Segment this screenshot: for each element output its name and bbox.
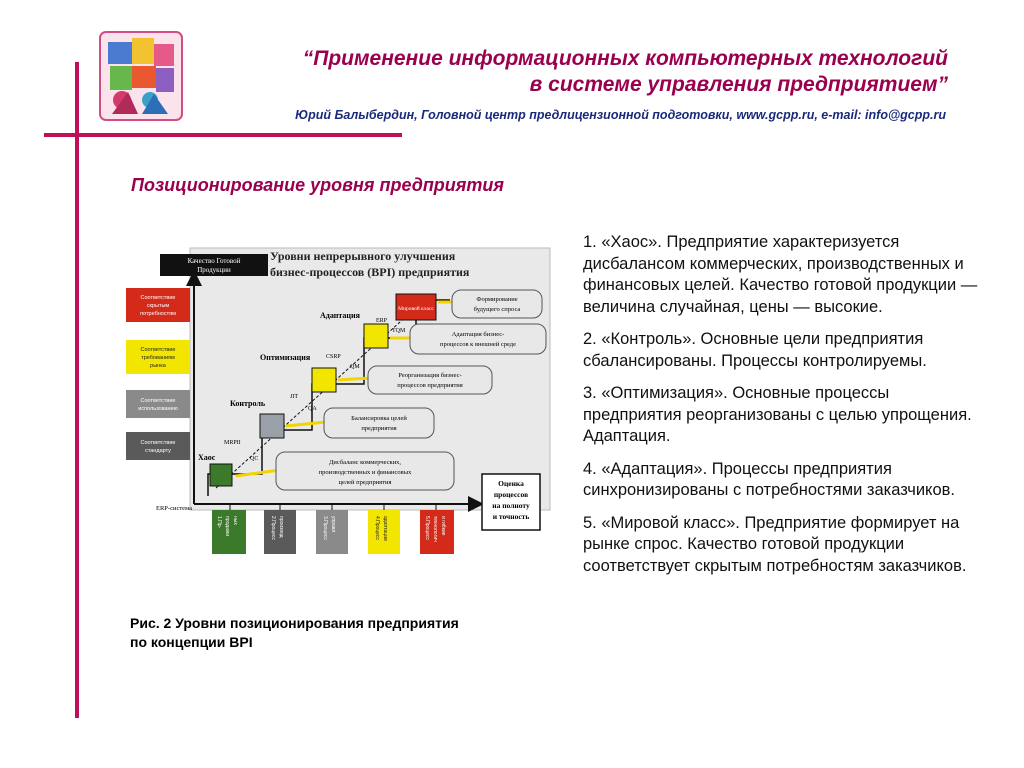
horizontal-accent-line xyxy=(44,133,402,137)
svg-text:ных: ных xyxy=(232,516,238,525)
svg-text:технологич: технологич xyxy=(432,516,438,542)
svg-text:Соответствие: Соответствие xyxy=(140,398,175,404)
puzzle-people-logo-icon xyxy=(99,31,183,121)
step-label-erp: ERP xyxy=(376,318,388,324)
level-box-chaos xyxy=(209,463,233,487)
list-item: 1. «Хаос». Предприятие характеризуется д… xyxy=(583,233,978,316)
x-axis-label-line-4: и точность xyxy=(493,512,530,521)
level-box-adaptation xyxy=(363,323,389,349)
svg-text:потребностям: потребностям xyxy=(140,311,176,317)
section-title: Позиционирование уровня предприятия xyxy=(131,175,504,195)
svg-text:процессов к внешней среде: процессов к внешней среде xyxy=(440,341,516,348)
bottom-box-1: 1.Пр- продажи ных xyxy=(212,504,246,554)
svg-text:5.Процесс: 5.Процесс xyxy=(424,516,430,540)
list-item: 4. «Адаптация». Процессы предприятия син… xyxy=(583,459,955,500)
svg-text:Соответствие: Соответствие xyxy=(140,347,175,353)
list-item: 2. «Контроль». Основные цели предприятия… xyxy=(583,330,927,370)
svg-text:производственных и финансовых: производственных и финансовых xyxy=(319,469,412,476)
levels-description-list: 1. «Хаос». Предприятие характеризуется д… xyxy=(583,232,983,588)
level-label-adaptation: Адаптация xyxy=(320,311,361,320)
author-line: Юрий Балыбердин, Головной центр предлице… xyxy=(295,108,946,122)
y-axis-label-line-1: Качество Готовой xyxy=(188,257,241,265)
svg-text:Соответствие: Соответствие xyxy=(140,295,175,301)
x-axis-label-line-2: процессов xyxy=(494,490,528,499)
svg-text:Формирование: Формирование xyxy=(476,296,517,303)
caption-line-2: по концепции BPI xyxy=(130,634,253,650)
svg-text:Адаптация бизнес-: Адаптация бизнес- xyxy=(452,331,505,338)
svg-text:Соответствие: Соответствие xyxy=(140,440,175,446)
diagonal-trend-line xyxy=(215,303,421,489)
vertical-accent-line xyxy=(75,62,79,718)
y-axis-label-box xyxy=(160,254,268,276)
svg-text:адаптации: адаптации xyxy=(382,516,388,541)
step-label-qm: QM xyxy=(350,364,360,370)
level-label-world-class: Мировой класс xyxy=(398,305,434,312)
step-label-csrp: CSRP xyxy=(326,354,341,360)
level-label-optimization: Оптимизация xyxy=(260,353,311,362)
bottom-box-2: 2.Процесс производ xyxy=(264,504,296,554)
title-line-1: “Применение информационных компьютерных … xyxy=(302,47,948,70)
step-label-jit: JIT xyxy=(290,394,298,400)
left-box-2: Соответствие требованиям рынка xyxy=(126,340,190,374)
svg-text:предприятия: предприятия xyxy=(361,425,396,432)
step-label-tqm: TQM xyxy=(392,328,406,334)
figure-title-line-1: Уровни непрерывного улучшения xyxy=(270,249,456,263)
left-box-3: Соответствие использованию xyxy=(126,390,190,418)
svg-text:4.Процесс: 4.Процесс xyxy=(374,516,380,540)
svg-text:рынка: рынка xyxy=(150,363,167,369)
svg-text:и гибкие: и гибкие xyxy=(440,516,446,536)
svg-text:3.Процесс: 3.Процесс xyxy=(322,516,328,540)
svg-text:2.Процесс: 2.Процесс xyxy=(270,516,276,540)
callout-3: Реорганизация бизнес- процессов предприя… xyxy=(337,365,493,395)
svg-text:скрытым: скрытым xyxy=(147,303,170,309)
svg-text:Дисбаланс коммерческих,: Дисбаланс коммерческих, xyxy=(329,459,401,466)
level-label-control: Контроль xyxy=(230,399,266,408)
left-box-4: Соответствие стандарту xyxy=(126,432,190,460)
svg-text:продажи: продажи xyxy=(224,516,230,536)
svg-text:требованиям: требованиям xyxy=(141,355,175,361)
presentation-title: “Применение информационных компьютерных … xyxy=(248,46,948,98)
list-item: 3. «Оптимизация». Основные процессы пред… xyxy=(583,384,972,445)
level-box-world-class xyxy=(395,293,437,321)
step-label-qa: QA xyxy=(308,406,317,412)
level-label-chaos: Хаос xyxy=(198,453,216,462)
x-axis-label-line-1: Оценка xyxy=(498,479,524,488)
figure-title-line-2: бизнес-процессов (BPI) предприятия xyxy=(270,265,470,279)
level-box-optimization xyxy=(311,367,337,393)
x-axis-label-line-3: на полноту xyxy=(492,501,530,510)
step-label-qc: QC xyxy=(250,456,258,462)
bottom-box-4: 4.Процесс адаптации xyxy=(368,504,400,554)
y-axis-label-line-2: Продукции xyxy=(197,266,231,274)
svg-text:целей предприятия: целей предприятия xyxy=(339,479,392,486)
list-item: 5. «Мировой класс». Предприятие формируе… xyxy=(583,513,967,575)
svg-text:процессов предприятия: процессов предприятия xyxy=(397,382,463,389)
callout-2: Балансировка целей предприятия xyxy=(285,407,435,439)
svg-text:Реорганизация бизнес-: Реорганизация бизнес- xyxy=(398,372,461,379)
level-box-control xyxy=(259,413,285,439)
svg-text:управл: управл xyxy=(330,516,336,532)
caption-line-1: Рис. 2 Уровни позиционирования предприят… xyxy=(130,615,459,631)
title-line-2: в системе управления предприятием” xyxy=(529,73,948,96)
x-axis-label-box xyxy=(481,473,541,531)
svg-text:стандарту: стандарту xyxy=(145,448,171,454)
erp-label: ERP-система xyxy=(156,505,192,512)
callout-5: Формирование будущего спроса xyxy=(438,289,543,319)
figure-caption: Рис. 2 Уровни позиционирования предприят… xyxy=(130,614,550,652)
callout-1: Дисбаланс коммерческих, производственных… xyxy=(235,451,455,491)
callout-4: Адаптация бизнес- процессов к внешней ср… xyxy=(390,323,547,355)
bpi-levels-figure: Уровни непрерывного улучшения бизнес-про… xyxy=(126,247,551,554)
svg-text:будущего спроса: будущего спроса xyxy=(474,306,521,313)
left-box-1: Соответствие скрытым потребностям xyxy=(126,288,190,322)
svg-text:1.Пр-: 1.Пр- xyxy=(216,516,222,529)
bottom-box-3: 3.Процесс управл xyxy=(316,504,348,554)
svg-text:производ: производ xyxy=(278,516,284,538)
bottom-box-5: 5.Процесс технологич и гибкие xyxy=(420,504,454,554)
svg-text:использованию: использованию xyxy=(138,406,178,412)
svg-text:Балансировка целей: Балансировка целей xyxy=(351,415,407,422)
step-label-mrp: MRPII xyxy=(224,440,241,446)
